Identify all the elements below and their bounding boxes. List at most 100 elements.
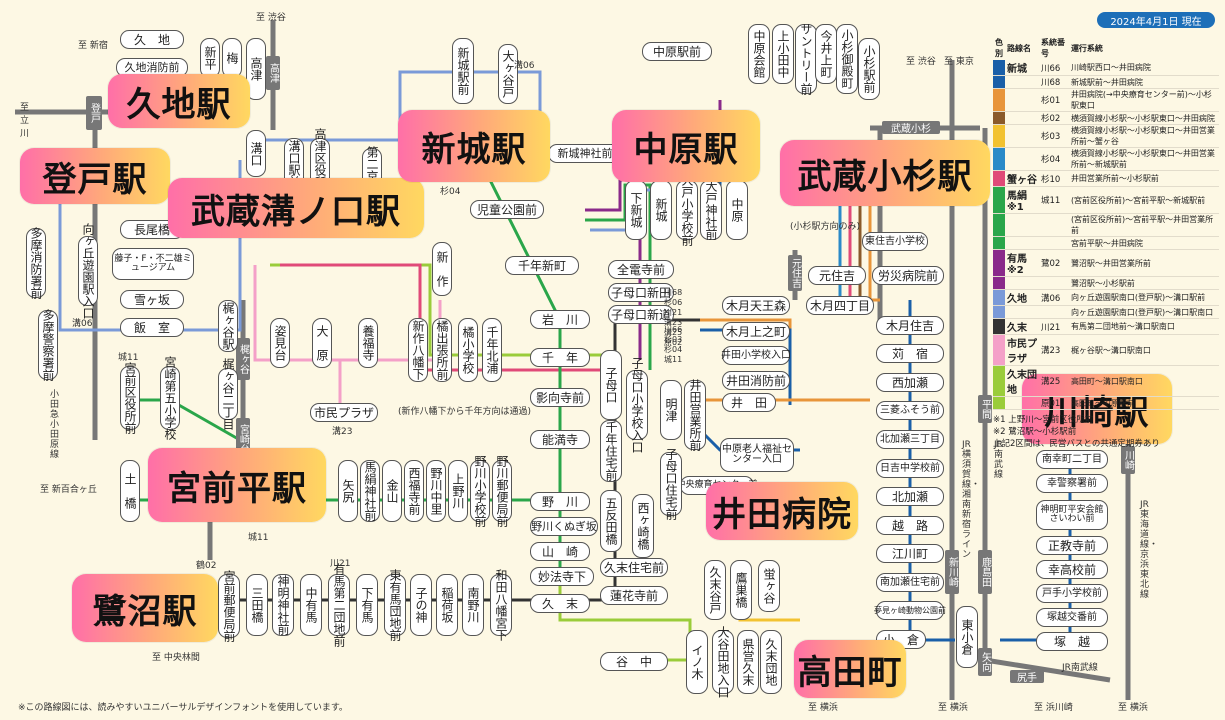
stop-higashi-arima[interactable]: 東有馬団地前	[384, 569, 406, 641]
stop-kuji[interactable]: 久 地	[120, 30, 184, 49]
stop-nogawa-kunugi[interactable]: 野川くぬぎ坂	[530, 517, 598, 536]
stop-shinjo-eki[interactable]: 新城駅前	[452, 38, 474, 104]
stop-higashi-kogura[interactable]: 東小倉	[956, 606, 978, 668]
stop-suntory[interactable]: サントリー前	[795, 23, 817, 95]
stop-tsukagoshi[interactable]: 塚 越	[1036, 632, 1108, 651]
stop-kizuki-ue[interactable]: 木月上之町	[722, 322, 790, 341]
stop-saginuma-yubin[interactable]: 宮前郵便局前	[218, 570, 240, 642]
stop-sennen-kitaura[interactable]: 千年北浦	[482, 318, 502, 382]
stop-arima-danchi[interactable]: 有馬第二団地前	[328, 563, 350, 647]
stop-tama-shobosho[interactable]: 多摩消防署前	[26, 227, 46, 299]
stop-ida-eigyo[interactable]: 井田営業所前	[684, 379, 706, 451]
stop-sennen-jutaku[interactable]: 千年住宅前	[600, 420, 622, 482]
stop-higashi-iyoshi[interactable]: 東住吉小学校	[862, 232, 928, 251]
stop-tsukagoshi-kosaten[interactable]: 塚越交番前	[1036, 608, 1108, 627]
stop-rosai-byoin[interactable]: 労災病院前	[872, 266, 944, 285]
stop-kusue[interactable]: 久 末	[530, 594, 590, 613]
stop-kusue-danchi[interactable]: 久末団地	[760, 630, 782, 694]
stop-sennen[interactable]: 千 年	[530, 348, 590, 367]
stop-jido-koen[interactable]: 児童公園前	[470, 200, 544, 219]
stop-ida-shogakko[interactable]: 井田小学校入口	[721, 346, 791, 365]
stop-kizuki-yon[interactable]: 木月四丁目	[806, 296, 874, 315]
stop-kane[interactable]: 金山	[382, 460, 402, 522]
stop-kamiakimachi[interactable]: 神明町平安会館さいわい前	[1036, 500, 1108, 530]
stop-koshimoda-shinden[interactable]: 子母口新田	[608, 283, 674, 302]
stop-rengeji[interactable]: 蓮花寺前	[600, 586, 668, 605]
stop-shinsaku-hachiman[interactable]: 新作八幡下	[408, 318, 428, 382]
stop-kenei-kusue[interactable]: 県営久末	[737, 630, 759, 694]
stop-yukigaya[interactable]: 雪ヶ坂	[120, 290, 184, 309]
stop-ida-shobosho[interactable]: 井田消防前	[722, 371, 790, 390]
stop-sakami[interactable]: 姿見台	[270, 318, 290, 368]
stop-yumemigasaki[interactable]: 夢見ヶ崎動物公園前	[874, 601, 946, 620]
stop-sennen-shinmachi[interactable]: 千年新町	[505, 256, 579, 275]
stop-shimoshinjo[interactable]: 下新城	[625, 180, 647, 240]
stop-nishikase[interactable]: 西加瀬	[876, 373, 944, 392]
stop-nogawa[interactable]: 野 川	[530, 492, 590, 511]
stop-myohoji[interactable]: 妙法寺下	[530, 567, 594, 586]
stop-kosugi-eki[interactable]: 小杉駅前	[858, 38, 880, 100]
stop-okugado-sho[interactable]: 大戸小学校前	[676, 174, 698, 246]
stop-saiwai-keisatsu[interactable]: 幸警察署前	[1036, 474, 1108, 493]
stop-hiyoshi-chu[interactable]: 日吉中学校前	[876, 459, 944, 478]
stop-kitakase3[interactable]: 北加瀬三丁目	[876, 430, 944, 449]
stop-ida[interactable]: 井 田	[722, 393, 776, 412]
stop-kamino[interactable]: 上野川	[448, 460, 468, 522]
stop-miyamae-kucho[interactable]: 宮前区役所前	[120, 362, 140, 434]
stop-iimuro[interactable]: 飯 室	[120, 318, 184, 337]
stop-totehira-sho[interactable]: 戸手小学校前	[1036, 584, 1108, 603]
stop-tanaka[interactable]: 谷 中	[600, 652, 668, 671]
stop-mizonokuchi-eki[interactable]: 溝口駅前	[284, 138, 304, 190]
stop-inokidai[interactable]: イノ木	[686, 630, 708, 694]
stop-kosugi-goten[interactable]: 小杉御殿町	[836, 24, 858, 94]
stop-minamisaiwai[interactable]: 南幸町二丁目	[1036, 450, 1108, 469]
stop-shokyoji[interactable]: 正教寺前	[1036, 536, 1108, 555]
stop-rojin-center[interactable]: 中原老人福祉センター入口	[720, 438, 794, 472]
stop-shinpei[interactable]: 新平	[200, 38, 220, 78]
stop-kitakase[interactable]: 北加瀬	[876, 487, 944, 506]
stop-ohara[interactable]: 大 原	[312, 318, 332, 368]
stop-yajiri[interactable]: 矢尻	[338, 460, 358, 522]
stop-mitabashi[interactable]: 三田橋	[246, 574, 268, 636]
stop-tachibana[interactable]: 橘出張所前	[432, 318, 452, 382]
stop-saiwai-koko[interactable]: 幸高校前	[1036, 560, 1108, 579]
stop-nakahara-eki[interactable]: 中原駅前	[642, 42, 712, 61]
stop-nakahara-kai[interactable]: 中原会館	[748, 24, 770, 84]
stop-nakahara2[interactable]: 中原	[726, 180, 748, 240]
stop-nonkoji[interactable]: 能満寺	[530, 430, 590, 449]
stop-kusue-jutaku[interactable]: 久末住宅前	[600, 558, 668, 577]
stop-motosumiyoshi[interactable]: 元住吉	[808, 266, 866, 285]
stop-konokami[interactable]: 子の神	[410, 574, 432, 636]
stop-imaikami[interactable]: 今井上町	[815, 24, 837, 84]
stop-takatsu-bashi[interactable]: 鷹巣橋	[730, 560, 752, 620]
stop-nogawa-sho[interactable]: 野川小学校前	[470, 455, 490, 527]
stop-fujiko-museum[interactable]: 藤子・F・不二雄ミュージアム	[112, 248, 194, 280]
stop-mikuribashi[interactable]: 三菱ふそう前	[876, 401, 944, 420]
stop-tama-keisatsu[interactable]: 多摩警察署前	[38, 309, 58, 381]
stop-mukogaoka[interactable]: 向ヶ丘遊園駅入口	[78, 223, 98, 319]
stop-kageyoshiji[interactable]: 影向寺前	[530, 388, 590, 407]
stop-wadahachiman[interactable]: 和田八幡宮下	[490, 569, 512, 641]
stop-mizo[interactable]: 溝口	[246, 130, 266, 177]
stop-daikoji[interactable]: 大谷田地入口	[712, 626, 734, 698]
stop-aketsu[interactable]: 明津	[660, 380, 682, 440]
stop-kajigaya2[interactable]: 梶ヶ谷二丁目	[218, 358, 238, 430]
stop-koshimoda-sho[interactable]: 子母口小学校入口	[626, 357, 648, 453]
stop-yamazaki[interactable]: 山 崎	[530, 542, 590, 561]
stop-koeji[interactable]: 越 路	[876, 516, 944, 535]
stop-tsuchibashi[interactable]: 土 橋	[120, 460, 140, 522]
stop-kizuki-sumiyoshi[interactable]: 木月住吉	[876, 316, 944, 335]
stop-koshimoda-jutaku[interactable]: 子母口住宅前	[660, 448, 682, 520]
stop-zentsuji[interactable]: 全電寺前	[608, 260, 674, 279]
stop-tachibana-sho[interactable]: 橘小学校	[458, 318, 478, 382]
stop-shinmei-jinja[interactable]: 神明神社前	[272, 574, 294, 636]
stop-kusue-yato[interactable]: 久末谷戸	[704, 560, 726, 620]
stop-itsutsutan[interactable]: 五反田橋	[600, 490, 622, 552]
stop-ume[interactable]: 梅	[222, 38, 242, 78]
stop-minaminogawa[interactable]: 南野川	[462, 574, 484, 636]
stop-shimoarima[interactable]: 下有馬	[356, 574, 378, 636]
stop-egawacho[interactable]: 江川町	[876, 544, 944, 563]
stop-nishimaki[interactable]: 西福寺前	[404, 460, 424, 522]
stop-yofukuji[interactable]: 養福寺	[358, 318, 378, 368]
stop-nakaarima[interactable]: 中有馬	[300, 574, 322, 636]
